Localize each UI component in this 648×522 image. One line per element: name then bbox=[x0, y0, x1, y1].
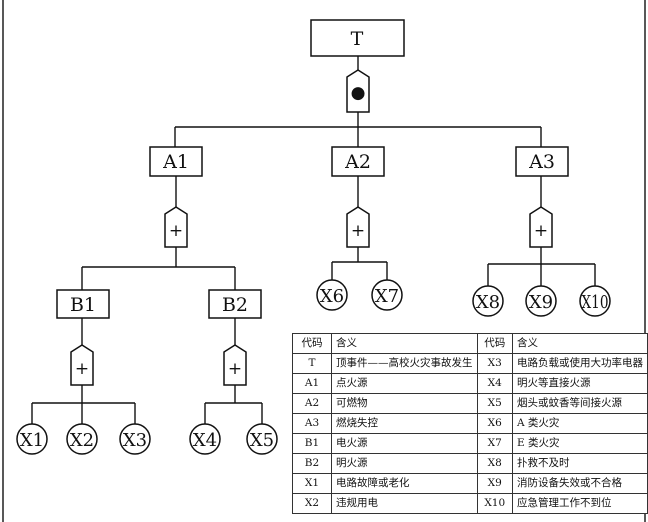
event-label-b2: B2 bbox=[222, 294, 248, 316]
event-box-a2 bbox=[331, 146, 385, 177]
basic-event-label-x10: X10 bbox=[582, 292, 609, 313]
basic-event-label-x1: X1 bbox=[20, 430, 44, 451]
or-gate-a2 bbox=[346, 206, 370, 248]
legend-code-cell: X3 bbox=[476, 353, 513, 374]
basic-event-x6 bbox=[316, 279, 348, 311]
legend-meaning-cell: 燃烧失控 bbox=[331, 413, 478, 434]
basic-event-label-x3: X3 bbox=[123, 430, 147, 451]
basic-event-label-x2: X2 bbox=[70, 430, 94, 451]
legend-meaning-cell: 含义 bbox=[511, 333, 648, 354]
or-gate-symbol: + bbox=[351, 221, 365, 241]
legend-meaning-cell: 可燃物 bbox=[331, 393, 478, 414]
event-box-a1 bbox=[149, 146, 203, 177]
event-label-a1: A1 bbox=[162, 151, 189, 173]
legend-code-cell: X10 bbox=[476, 493, 513, 514]
event-box-b2 bbox=[208, 289, 262, 319]
legend-code-cell: A3 bbox=[292, 413, 332, 434]
legend-code-cell: A2 bbox=[292, 393, 332, 414]
legend-meaning-cell: 扑救不及时 bbox=[511, 453, 648, 474]
basic-event-x3 bbox=[119, 423, 151, 455]
basic-event-x10 bbox=[579, 285, 611, 317]
legend-code-cell: X1 bbox=[292, 473, 332, 494]
legend-code-cell: X2 bbox=[292, 493, 332, 514]
legend-code-cell: X4 bbox=[476, 373, 513, 394]
legend-code-cell: A1 bbox=[292, 373, 332, 394]
legend-code-cell: X5 bbox=[476, 393, 513, 414]
event-box-a3 bbox=[515, 146, 569, 177]
or-gate-symbol: + bbox=[169, 221, 183, 241]
basic-event-x8 bbox=[472, 285, 504, 317]
or-gate-symbol: + bbox=[534, 221, 548, 241]
event-label-b1: B1 bbox=[70, 294, 96, 316]
event-label-a3: A3 bbox=[528, 151, 555, 173]
legend-header-row: 代码含义代码含义 bbox=[292, 333, 648, 354]
legend-code-cell: X6 bbox=[476, 413, 513, 434]
legend-meaning-cell: 明火源 bbox=[331, 453, 478, 474]
basic-event-x9 bbox=[525, 285, 557, 317]
legend-code-cell: B2 bbox=[292, 453, 332, 474]
basic-event-x4 bbox=[189, 423, 221, 455]
legend-meaning-cell: 违规用电 bbox=[331, 493, 478, 514]
basic-event-label-x6: X6 bbox=[320, 286, 344, 307]
basic-event-label-x5: X5 bbox=[250, 430, 274, 451]
basic-event-x7 bbox=[371, 279, 403, 311]
basic-event-x1 bbox=[16, 423, 48, 455]
legend-meaning-cell: 顶事件——高校火灾事故发生 bbox=[331, 353, 478, 374]
event-label-t: T bbox=[351, 28, 364, 50]
legend-code-cell: T bbox=[292, 353, 332, 374]
event-box-b1 bbox=[56, 289, 110, 319]
legend-meaning-cell: 含义 bbox=[331, 333, 478, 354]
legend-meaning-cell: A 类火灾 bbox=[511, 413, 648, 434]
basic-event-label-x4: X4 bbox=[193, 430, 217, 451]
or-gate-symbol: + bbox=[228, 359, 242, 379]
legend-code-cell: 代码 bbox=[292, 333, 332, 354]
legend-meaning-cell: 应急管理工作不到位 bbox=[511, 493, 648, 514]
legend-meaning-cell: 烟头或蚊香等间接火源 bbox=[511, 393, 648, 414]
and-gate bbox=[346, 69, 370, 113]
legend-meaning-cell: 点火源 bbox=[331, 373, 478, 394]
legend-code-cell: 代码 bbox=[476, 333, 513, 354]
legend-meaning-cell: 明火等直接火源 bbox=[511, 373, 648, 394]
and-gate-symbol: ● bbox=[351, 83, 366, 103]
legend-meaning-cell: 电火源 bbox=[331, 433, 478, 454]
event-label-a2: A2 bbox=[344, 151, 371, 173]
basic-event-x5 bbox=[246, 423, 278, 455]
basic-event-x2 bbox=[66, 423, 98, 455]
or-gate-a3 bbox=[529, 206, 553, 248]
or-gate-b1 bbox=[70, 344, 94, 386]
or-gate-symbol: + bbox=[75, 359, 89, 379]
or-gate-b2 bbox=[223, 344, 247, 386]
or-gate-a1 bbox=[164, 206, 188, 248]
basic-event-label-x7: X7 bbox=[375, 286, 399, 307]
legend-code-cell: X9 bbox=[476, 473, 513, 494]
legend-code-cell: X8 bbox=[476, 453, 513, 474]
basic-event-label-x8: X8 bbox=[476, 292, 500, 313]
legend-meaning-cell: 电路故障或老化 bbox=[331, 473, 478, 494]
legend-code-cell: B1 bbox=[292, 433, 332, 454]
legend-meaning-cell: 电路负载或使用大功率电器 bbox=[511, 353, 648, 374]
legend-code-cell: X7 bbox=[476, 433, 513, 454]
event-box-t bbox=[310, 19, 405, 57]
legend-meaning-cell: 消防设备失效或不合格 bbox=[511, 473, 648, 494]
basic-event-label-x9: X9 bbox=[529, 292, 553, 313]
legend-meaning-cell: E 类火灾 bbox=[511, 433, 648, 454]
